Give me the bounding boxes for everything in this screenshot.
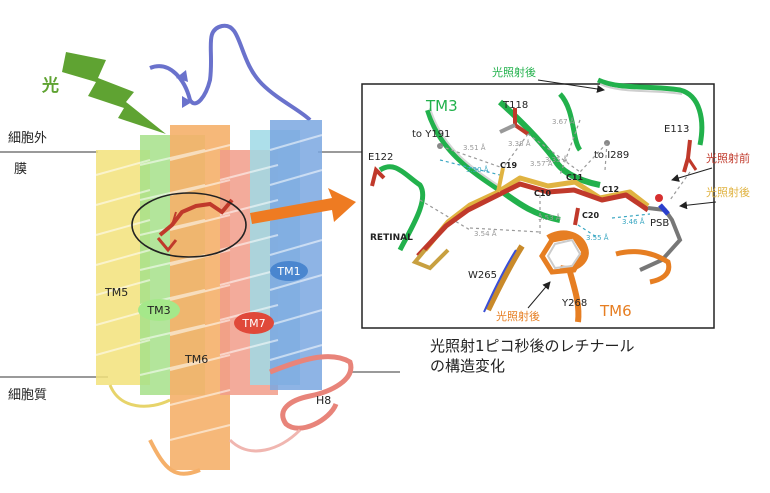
- region-extracellular: 細胞外: [8, 131, 47, 146]
- caption-line-1: 光照射1ピコ秒後のレチナール: [430, 337, 635, 355]
- inset-panel: [361, 77, 715, 329]
- tm1-badge: [270, 261, 308, 281]
- tm3-badge: [138, 299, 180, 321]
- dist-3-54: 3.54 Å: [474, 229, 497, 238]
- residue-w265: W265: [468, 270, 497, 281]
- inset-label-retinal: RETINAL: [370, 233, 413, 243]
- dist-3-57: 3.57 Å: [530, 159, 553, 168]
- atom-c20: C20: [582, 211, 599, 220]
- label-after-right: 光照射後: [706, 185, 750, 199]
- label-after-top: 光照射後: [492, 65, 536, 79]
- dist-3-38: 3.38 Å: [508, 139, 531, 148]
- tm7-badge: [234, 312, 274, 334]
- label-after-bottom: 光照射後: [496, 309, 540, 323]
- residue-t118: T118: [502, 100, 528, 111]
- residue-y268: Y268: [561, 298, 587, 309]
- retinal-in-pocket: [156, 198, 234, 253]
- zoom-arrow: [250, 188, 356, 224]
- figure-caption: 光照射1ピコ秒後のレチナール の構造変化: [430, 336, 750, 376]
- dist-3-53: 3.53 Å: [538, 213, 561, 222]
- label-tm1: TM1: [276, 265, 300, 278]
- atom-c10: C10: [534, 189, 551, 198]
- region-membrane: 膜: [14, 162, 27, 177]
- dist-3-46: 3.46 Å: [622, 217, 645, 226]
- label-before: 光照射前: [706, 151, 750, 165]
- dist-3-50: 3.50 Å: [466, 165, 489, 174]
- caption-line-2: の構造変化: [430, 357, 506, 375]
- atom-c19: C19: [500, 161, 517, 170]
- label-tm6: TM6: [184, 353, 208, 366]
- label-tm7: TM7: [241, 317, 265, 330]
- region-cytoplasm: 細胞質: [8, 388, 47, 403]
- label-tm5: TM5: [104, 286, 128, 299]
- water-oxygen: [655, 194, 663, 202]
- label-h8: H8: [316, 394, 331, 407]
- residue-e113: E113: [664, 124, 689, 135]
- dist-3-35: 3.35 Å: [545, 155, 568, 164]
- residue-e122: E122: [368, 152, 393, 163]
- dist-3-51: 3.51 Å: [463, 143, 486, 152]
- target-y191: to Y191: [412, 129, 450, 140]
- arrow-after-bottom: [527, 281, 551, 309]
- arrow-after-top: [537, 79, 605, 93]
- inset-label-tm3: TM3: [425, 97, 458, 115]
- inset-label-tm6: TM6: [599, 302, 632, 320]
- atom-c11: C11: [566, 173, 583, 182]
- dist-3-67: 3.67 Å: [552, 117, 575, 126]
- label-tm3: TM3: [146, 304, 170, 317]
- residue-psb: PSB: [650, 218, 669, 229]
- arrow-after-right: [679, 201, 717, 210]
- target-i289: to I289: [594, 150, 629, 161]
- light-label: 光: [41, 75, 59, 96]
- membrane-boundaries: [0, 151, 400, 378]
- binding-pocket-ellipse: [131, 192, 247, 258]
- light-bolt-icon: [62, 52, 166, 134]
- dist-3-55: 3.55 Å: [586, 233, 609, 242]
- arrow-before: [671, 167, 713, 182]
- atom-c12: C12: [602, 185, 619, 194]
